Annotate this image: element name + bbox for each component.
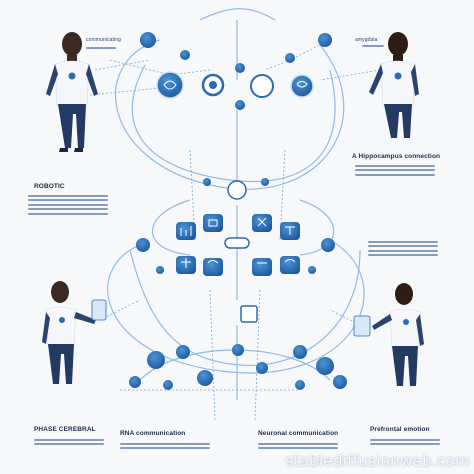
top-right-text-lines [362, 42, 384, 49]
tablet-icon [353, 315, 371, 337]
mid-right-title: A Hippocampus connection [352, 153, 441, 160]
bottom-left-title: PHASE CEREBRAL [34, 426, 96, 433]
bottom-mid-text-lines [120, 440, 210, 452]
bottom-center-text-lines [258, 440, 338, 452]
bottom-cluster [129, 344, 347, 390]
eye-icon [209, 81, 217, 89]
bottom-center-title: Neuronal communication [258, 430, 339, 437]
person-top-left [46, 32, 98, 152]
bottom-right-title: Prefrontal emotion [370, 426, 430, 433]
middle-cluster [136, 214, 335, 323]
chart-icon [180, 226, 192, 236]
person-node[interactable] [140, 32, 156, 48]
bottom-mid-title: RNA communication [120, 430, 186, 437]
mid-right-text-lines [355, 162, 435, 178]
dna-node[interactable] [250, 74, 274, 98]
top-left-caption: communicating [86, 37, 121, 43]
tablet-icon [91, 299, 107, 321]
heart-node[interactable] [290, 74, 314, 98]
brain-node[interactable] [156, 71, 184, 99]
person-bottom-right [353, 283, 424, 386]
top-left-text-lines [86, 44, 116, 51]
node-glyphs [163, 80, 308, 268]
person-top-right [369, 32, 419, 138]
mid-left-text-lines [28, 192, 108, 217]
top-cluster [140, 32, 332, 200]
bottom-left-text-lines [34, 436, 104, 448]
brain-icon [163, 80, 177, 90]
top-right-caption: amygdala [355, 37, 378, 43]
mid-left-title: ROBOTIC [34, 183, 65, 190]
watermark: stablediffusionweb.com [285, 452, 470, 470]
bottom-right-text-lines [370, 436, 440, 448]
person-bottom-left [42, 281, 107, 384]
right-side-text-lines [368, 238, 438, 259]
heart-icon [296, 81, 308, 88]
gear-node[interactable] [318, 33, 332, 47]
